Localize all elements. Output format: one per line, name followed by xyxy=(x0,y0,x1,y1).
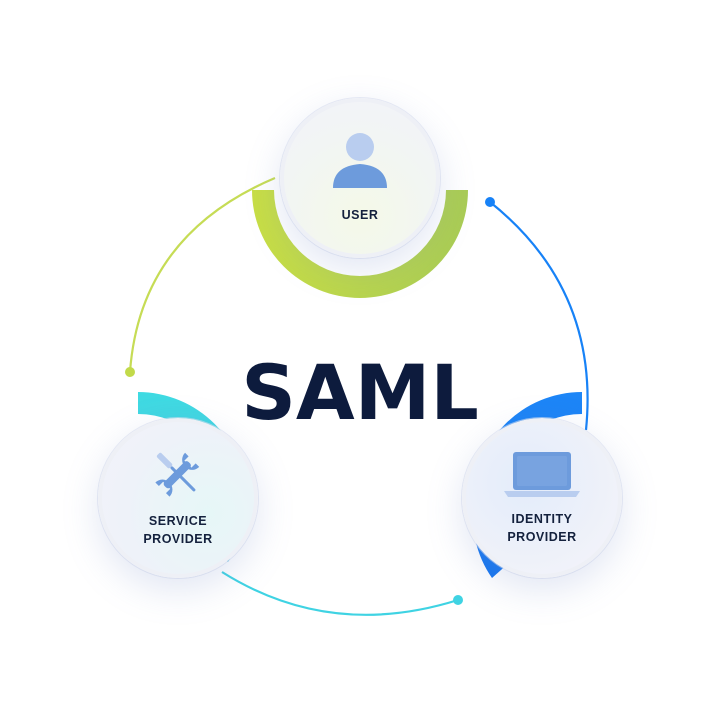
laptop-icon xyxy=(504,452,580,497)
service-provider-label-line1: SERVICE xyxy=(148,514,208,528)
saml-title: SAML xyxy=(241,348,479,437)
wrench-screwdriver-icon xyxy=(155,452,200,497)
identity-provider-label-line2: PROVIDER xyxy=(507,530,577,544)
connector-service-to-identity-provider xyxy=(221,571,459,616)
user-node: USER xyxy=(280,98,440,258)
connector-user-to-identity-provider xyxy=(489,201,589,431)
connector-dot-cyan xyxy=(453,595,463,605)
service-provider-label-line2: PROVIDER xyxy=(143,532,213,546)
connector-dot-blue xyxy=(485,197,495,207)
user-arc xyxy=(252,190,468,298)
user-icon xyxy=(333,133,387,188)
service-provider-node: SERVICE PROVIDER xyxy=(98,418,258,578)
identity-provider-label-line1: IDENTITY xyxy=(511,512,573,526)
connector-user-to-service-provider xyxy=(128,176,276,373)
user-label: USER xyxy=(341,208,379,222)
identity-provider-node: IDENTITY PROVIDER xyxy=(462,418,622,578)
connector-dot-green xyxy=(125,367,135,377)
